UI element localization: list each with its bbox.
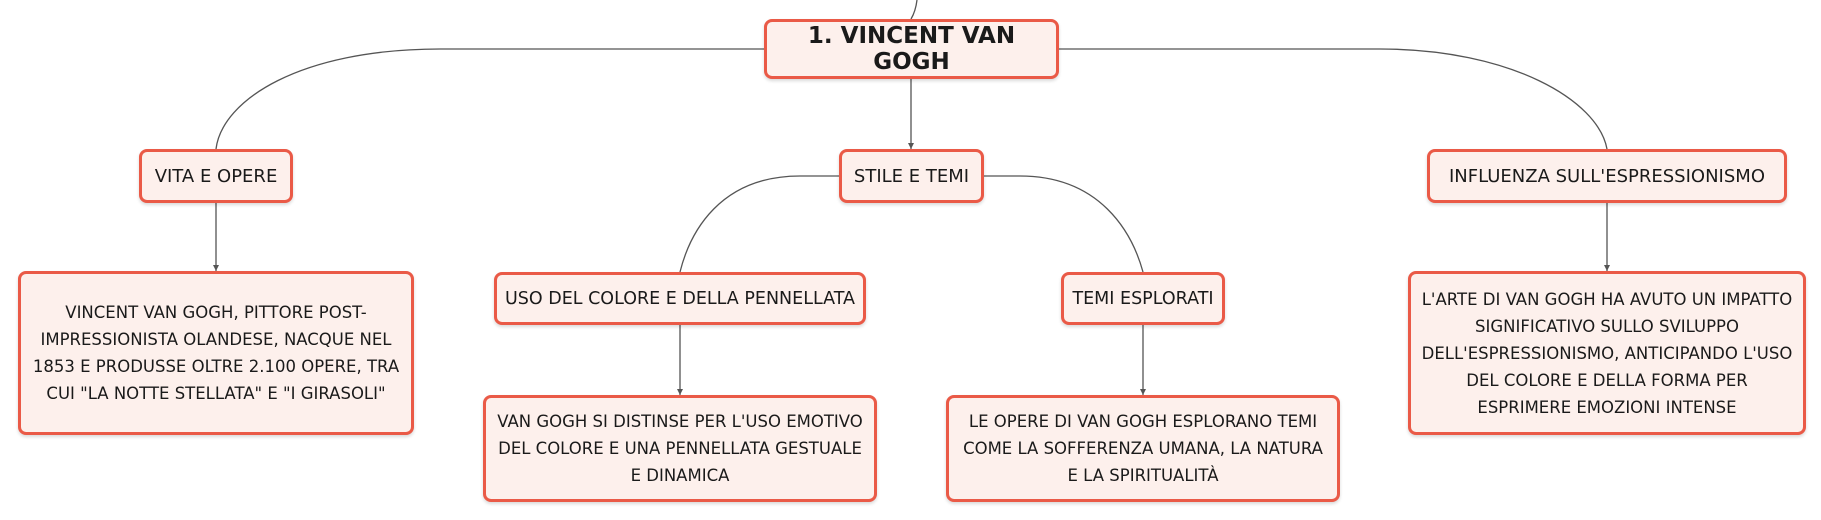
topic-influenza-espressionismo[interactable]: Influenza sull'Espressionismo — [1427, 149, 1787, 203]
arrowhead — [1140, 389, 1146, 395]
note-text: Van Gogh si distinse per l'uso emotivo d… — [497, 412, 863, 485]
arrowhead — [908, 143, 914, 149]
subtopic-label: Uso del colore e della pennellata — [504, 288, 856, 309]
connector-root-vita — [215, 48, 764, 150]
subtopic-temi-esplorati[interactable]: Temi esplorati — [1061, 272, 1225, 325]
note-text: Le opere di Van Gogh esplorano temi come… — [963, 412, 1323, 485]
arrowhead — [677, 389, 683, 395]
root-node-label: 1. Vincent van Gogh — [807, 23, 1016, 75]
root-node[interactable]: 1. Vincent van Gogh — [764, 19, 1059, 79]
topic-label: Influenza sull'Espressionismo — [1448, 165, 1765, 187]
topic-vita-e-opere[interactable]: Vita e opere — [139, 149, 293, 203]
connector-stile-temi — [984, 175, 1144, 273]
arrowhead — [213, 265, 219, 271]
connector-root-influenza — [1059, 48, 1608, 150]
note-uso-del-colore[interactable]: Van Gogh si distinse per l'uso emotivo d… — [483, 395, 877, 502]
arrowhead — [1604, 265, 1610, 271]
subtopic-uso-del-colore[interactable]: Uso del colore e della pennellata — [494, 272, 866, 325]
topic-label: Vita e opere — [154, 165, 278, 187]
note-influenza-espressionismo[interactable]: L'arte di Van Gogh ha avuto un impatto s… — [1408, 271, 1806, 435]
note-temi-esplorati[interactable]: Le opere di Van Gogh esplorano temi come… — [946, 395, 1340, 502]
connector-incoming — [910, 0, 918, 20]
connector-stile-colore — [679, 175, 839, 273]
note-vita-e-opere[interactable]: Vincent van Gogh, pittore post-impressio… — [18, 271, 414, 435]
topic-label: Stile e temi — [853, 165, 970, 187]
note-text: L'arte di Van Gogh ha avuto un impatto s… — [1421, 289, 1793, 417]
topic-stile-e-temi[interactable]: Stile e temi — [839, 149, 984, 203]
note-text: Vincent van Gogh, pittore post-impressio… — [32, 303, 400, 403]
subtopic-label: Temi esplorati — [1072, 288, 1214, 309]
